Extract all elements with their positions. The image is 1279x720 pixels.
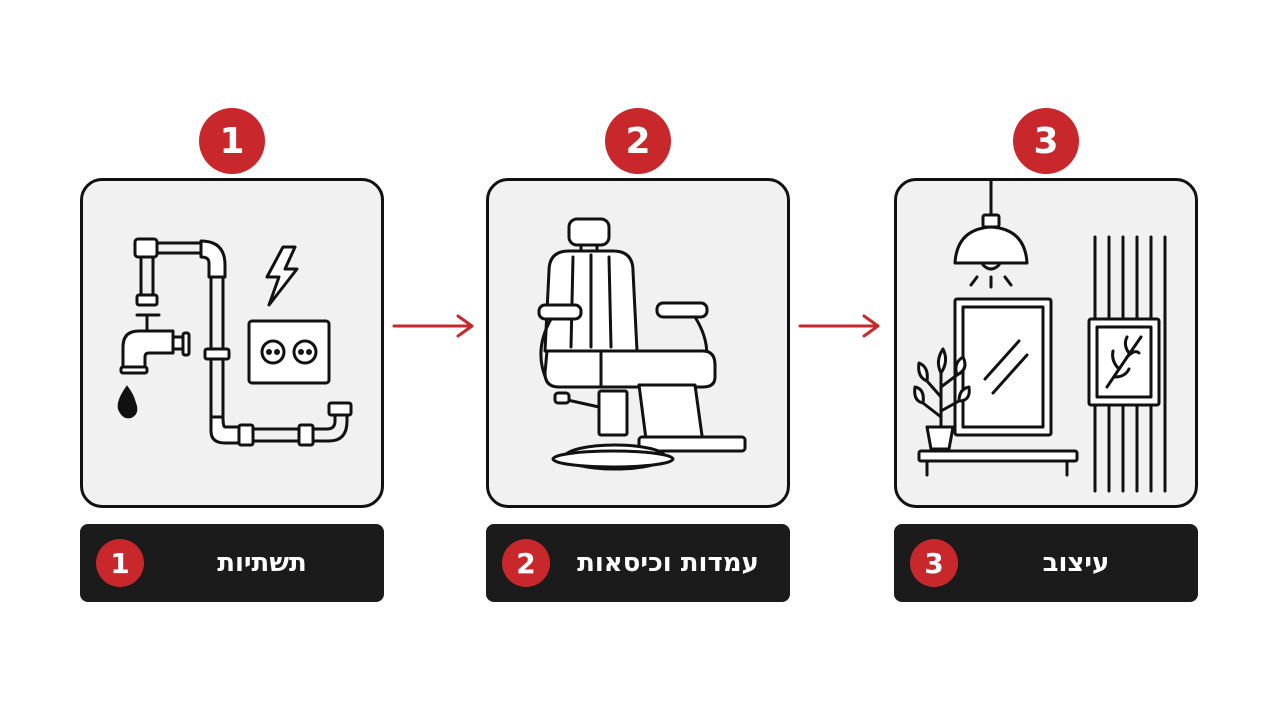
step-3-card	[894, 178, 1198, 508]
step-3-number-badge: 3	[1013, 108, 1079, 174]
step-1-label-text: תשתיות	[217, 548, 307, 578]
step-1-number-badge: 1	[199, 108, 265, 174]
step-2-number-badge: 2	[605, 108, 671, 174]
step-3: 3	[894, 0, 1198, 720]
step-2-label-bar: 2 עמדות וכיסאות	[486, 524, 790, 602]
step-2: 2 2 עמדות וכ	[486, 0, 790, 720]
step-2-card	[486, 178, 790, 508]
step-1: 1	[80, 0, 384, 720]
step-2-label-text: עמדות וכיסאות	[577, 548, 759, 578]
barber-chair-icon	[537, 217, 747, 471]
step-1-card	[80, 178, 384, 508]
step-1-label-bar: 1 תשתיות	[80, 524, 384, 602]
step-3-label-bar: 3 עיצוב	[894, 524, 1198, 602]
step-3-label-text: עיצוב	[1042, 548, 1110, 578]
interior-design-icon	[913, 181, 1167, 493]
step-3-label-number: 3	[910, 539, 958, 587]
arrow-right-icon	[798, 314, 880, 338]
step-2-label-number: 2	[502, 539, 550, 587]
arrow-right-icon	[392, 314, 474, 338]
plumbing-electrical-icon	[117, 237, 353, 447]
step-1-label-number: 1	[96, 539, 144, 587]
